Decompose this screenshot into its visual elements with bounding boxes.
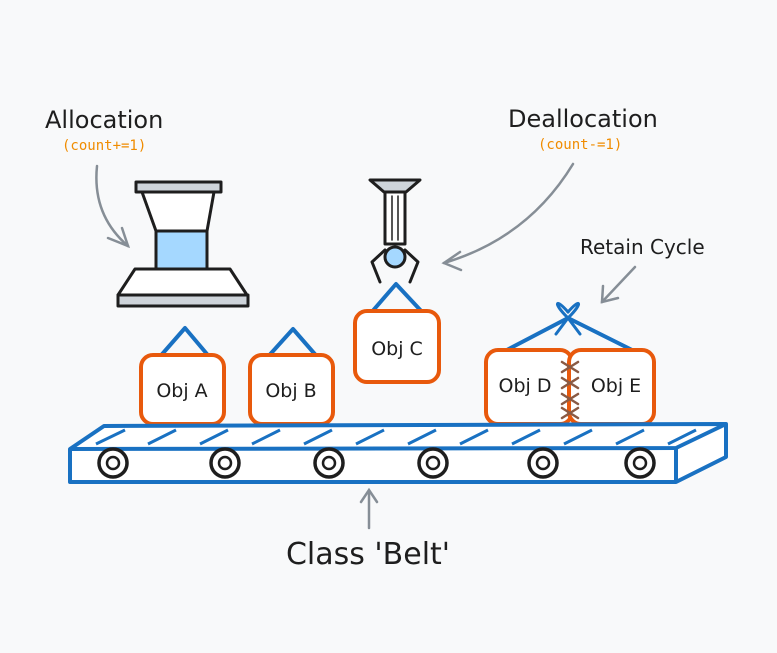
conveyor-belt [68,422,728,484]
allocator-machine-icon [116,180,250,308]
retain-cycle-label: Retain Cycle [580,235,705,259]
allocation-note: (count+=1) [62,138,146,154]
object-a: Obj A [139,326,226,426]
belt-rollers [97,447,656,479]
object-b-label: Obj B [265,380,316,402]
deallocation-arrow [441,162,575,272]
retain-cycle-arrow [600,265,637,304]
object-d-label: Obj D [499,375,552,397]
object-c-label: Obj C [371,338,423,360]
object-c: Obj C [353,282,441,384]
object-b: Obj B [248,327,335,426]
bow-knot-icon [554,302,582,336]
deallocation-note: (count-=1) [538,137,622,153]
object-a-label: Obj A [156,380,207,402]
belt-caption-arrow [359,487,379,530]
deallocation-label: Deallocation [508,105,658,133]
deallocator-claw-icon [368,178,422,284]
allocation-label: Allocation [45,106,163,134]
allocation-arrow [95,164,131,249]
object-e-label: Obj E [591,375,641,397]
belt-caption: Class 'Belt' [286,537,450,572]
retain-cycle-group: Obj D Obj E [484,302,656,426]
stitch-icon [560,360,580,420]
